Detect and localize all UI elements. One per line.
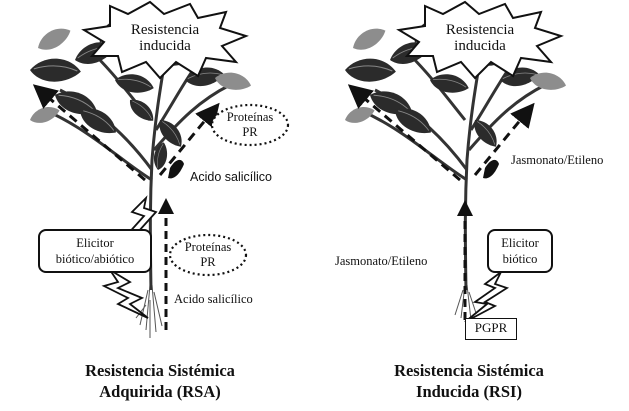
plant-illustration-right xyxy=(343,0,569,323)
burst-line-1: Resistencia xyxy=(130,22,200,38)
label-jasmonate-left: Jasmonato/Etileno xyxy=(335,254,428,268)
label-jasmonate-top: Jasmonato/Etileno xyxy=(511,153,604,167)
caption-left: Resistencia Sistémica Adquirida (RSA) xyxy=(40,360,280,402)
caption-left-line-2: Adquirida (RSA) xyxy=(99,382,221,401)
label-salicylic-acid-bottom: Acido salicílico xyxy=(174,292,253,306)
lightning-bolt-lower-left xyxy=(101,269,149,319)
elicitor-box-left: Elicitor biótico/abiótico xyxy=(38,229,152,273)
burst-shape-left xyxy=(81,0,249,80)
lightning-bolt-right xyxy=(464,271,510,323)
label-salicylic-acid-top: Acido salicílico xyxy=(190,170,272,184)
elicitor-line-1: Elicitor xyxy=(501,236,539,250)
burst-line-2: inducida xyxy=(454,38,506,54)
oval-bottom-line-1: Proteínas xyxy=(184,240,232,254)
oval-proteins-top-shape xyxy=(210,103,290,147)
caption-right-line-1: Resistencia Sistémica xyxy=(394,361,544,380)
infected-leaf-marker-left xyxy=(168,159,184,179)
elicitor-line-2: biótico/abiótico xyxy=(55,252,135,266)
elicitor-box-right: Elicitor biótico xyxy=(487,229,553,273)
caption-left-line-1: Resistencia Sistémica xyxy=(85,361,235,380)
oval-bottom-line-2: PR xyxy=(200,255,216,269)
infected-leaf-marker-right xyxy=(483,159,499,179)
signal-arrows-right xyxy=(347,84,535,182)
elicitor-line-1: Elicitor xyxy=(76,236,114,250)
burst-line-1: Resistencia xyxy=(445,22,515,38)
signal-arrow-upward-left xyxy=(158,198,174,330)
oval-proteins-top: Proteínas PR xyxy=(212,110,288,140)
plant-illustration-left xyxy=(28,0,290,338)
caption-right-line-2: Inducida (RSI) xyxy=(416,382,522,401)
oval-proteins-bottom: Proteínas PR xyxy=(170,240,246,270)
signal-arrows-left xyxy=(32,84,220,182)
oval-top-line-1: Proteínas xyxy=(226,110,274,124)
panel-systemic-acquired-resistance: Resistencia inducida Proteínas PR Acido … xyxy=(0,0,314,411)
burst-label-right: Resistencia inducida xyxy=(435,18,525,58)
elicitor-line-2: biótico xyxy=(502,252,538,266)
burst-line-2: inducida xyxy=(139,38,191,54)
panel-induced-systemic-resistance: Resistencia inducida Jasmonato/Etileno J… xyxy=(315,0,629,411)
burst-shape-right xyxy=(396,0,564,80)
burst-label-left: Resistencia inducida xyxy=(120,18,210,58)
oval-proteins-bottom-shape xyxy=(168,233,248,277)
pgpr-box: PGPR xyxy=(465,318,517,340)
signal-arrow-upward-right xyxy=(457,200,473,320)
oval-top-line-2: PR xyxy=(242,125,258,139)
caption-right: Resistencia Sistémica Inducida (RSI) xyxy=(349,360,589,402)
